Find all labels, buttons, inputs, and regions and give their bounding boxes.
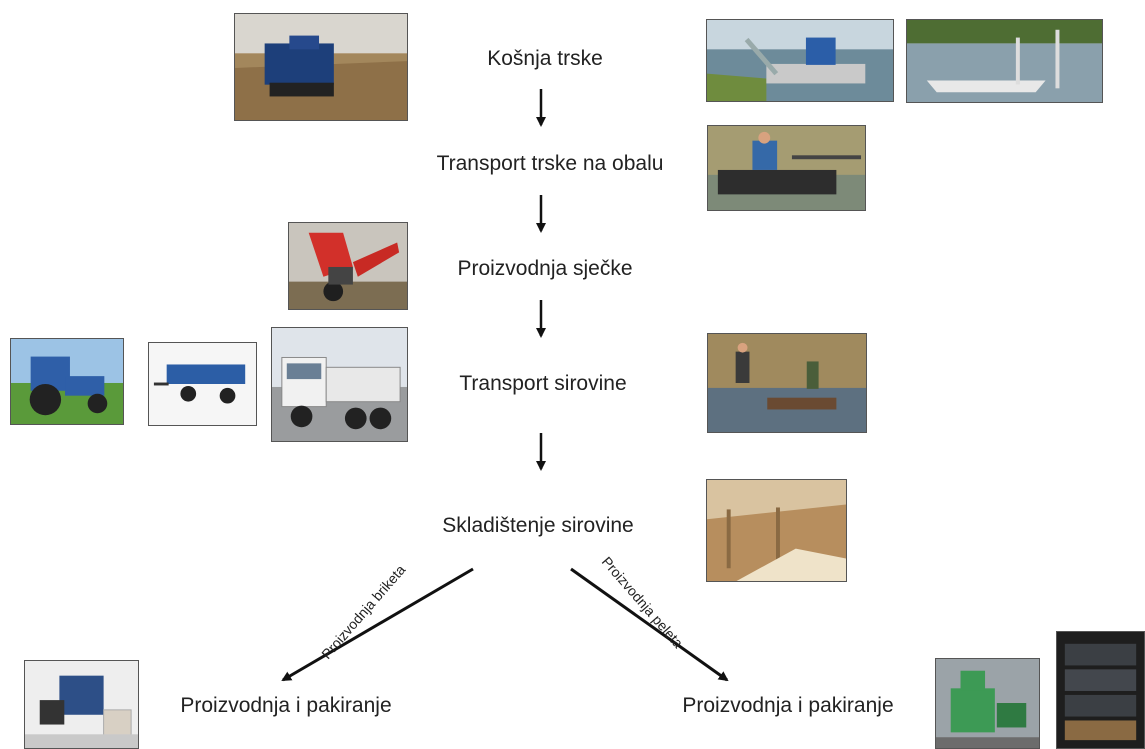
branch-arrow-left: [281, 567, 474, 682]
boat-harvester-photo: [906, 19, 1103, 103]
branch-label-pellets: Proizvodnja peleta: [599, 553, 687, 651]
tractor-photo: [10, 338, 124, 425]
branch-arrow-right: [570, 567, 729, 682]
step-raw-transport: Transport sirovine: [459, 372, 627, 395]
reed-workers-photo: [707, 333, 867, 433]
step-harvest: Košnja trske: [487, 47, 603, 70]
step-chip-production: Proizvodnja sječke: [457, 257, 633, 280]
amphibious-vehicle-photo: [707, 125, 866, 211]
briquette-press-photo: [24, 660, 139, 749]
pellet-mill-photo: [935, 658, 1040, 749]
step-right-packaging: Proizvodnja i pakiranje: [682, 694, 894, 717]
storage-shed-photo: [706, 479, 847, 582]
pellet-bags-photo: [1056, 631, 1145, 749]
amphibious-harvester-photo: [706, 19, 894, 102]
step-left-packaging: Proizvodnja i pakiranje: [180, 694, 392, 717]
reed-harvester-photo: [234, 13, 408, 121]
step-transport-shore: Transport trske na obalu: [436, 152, 664, 175]
step-storage: Skladištenje sirovine: [442, 514, 634, 537]
trailer-photo: [148, 342, 257, 426]
branch-label-briquettes: Proizvodnja briketa: [318, 561, 408, 662]
wood-chipper-photo: [288, 222, 408, 310]
dump-truck-photo: [271, 327, 408, 442]
